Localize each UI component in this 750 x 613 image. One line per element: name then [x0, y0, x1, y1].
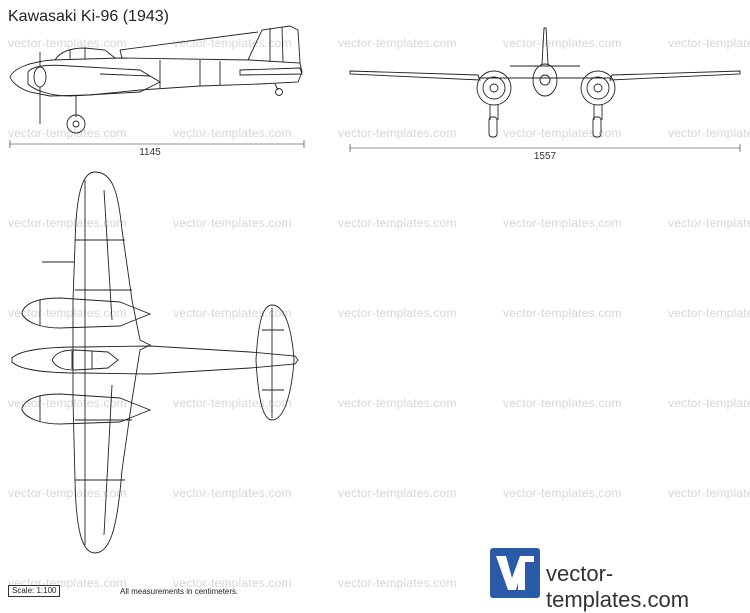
- watermark-text: vector-templates.com: [503, 486, 622, 500]
- watermark-text: vector-templates.com: [173, 576, 292, 590]
- measurement-note: All measurements in centimeters.: [120, 587, 239, 596]
- watermark-text: vector-templates.com: [503, 36, 622, 50]
- page-title: Kawasaki Ki-96 (1943): [8, 8, 169, 25]
- watermark-text: vector-templates.com: [503, 396, 622, 410]
- watermark-text: vector-templates.com: [8, 486, 127, 500]
- front-view: [349, 27, 741, 152]
- watermark-text: vector-templates.com: [8, 126, 127, 140]
- watermark-text: vector-templates.com: [8, 306, 127, 320]
- watermark-text: vector-templates.com: [503, 216, 622, 230]
- vector-templates-logo-icon: [490, 548, 540, 598]
- watermark-text: vector-templates.com: [8, 36, 127, 50]
- watermark-text: vector-templates.com: [173, 486, 292, 500]
- watermark-text: vector-templates.com: [338, 576, 457, 590]
- watermark-text: vector-templates.com: [8, 396, 127, 410]
- watermark-text: vector-templates.com: [668, 396, 750, 410]
- scale-label: Scale: 1:100: [8, 585, 61, 597]
- watermark-text: vector-templates.com: [338, 396, 457, 410]
- watermark-text: vector-templates.com: [668, 216, 750, 230]
- span-dimension-label: 1557: [533, 151, 557, 162]
- watermark-text: vector-templates.com: [668, 486, 750, 500]
- watermark-text: vector-templates.com: [338, 36, 457, 50]
- watermark-text: vector-templates.com: [173, 126, 292, 140]
- watermark-text: vector-templates.com: [338, 306, 457, 320]
- top-view: [11, 171, 299, 554]
- watermark-text: vector-templates.com: [503, 306, 622, 320]
- watermark-text: vector-templates.com: [503, 126, 622, 140]
- watermark-text: vector-templates.com: [668, 36, 750, 50]
- watermark-text: vector-templates.com: [338, 126, 457, 140]
- logo-text: vector-templates.com: [546, 561, 690, 612]
- watermark-text: vector-templates.com: [8, 216, 127, 230]
- length-dimension-label: 1145: [139, 147, 161, 158]
- watermark-text: vector-templates.com: [338, 216, 457, 230]
- side-view: [9, 25, 305, 148]
- watermark-text: vector-templates.com: [338, 486, 457, 500]
- watermark-text: vector-templates.com: [173, 216, 292, 230]
- watermark-text: vector-templates.com: [668, 126, 750, 140]
- watermark-text: vector-templates.com: [668, 306, 750, 320]
